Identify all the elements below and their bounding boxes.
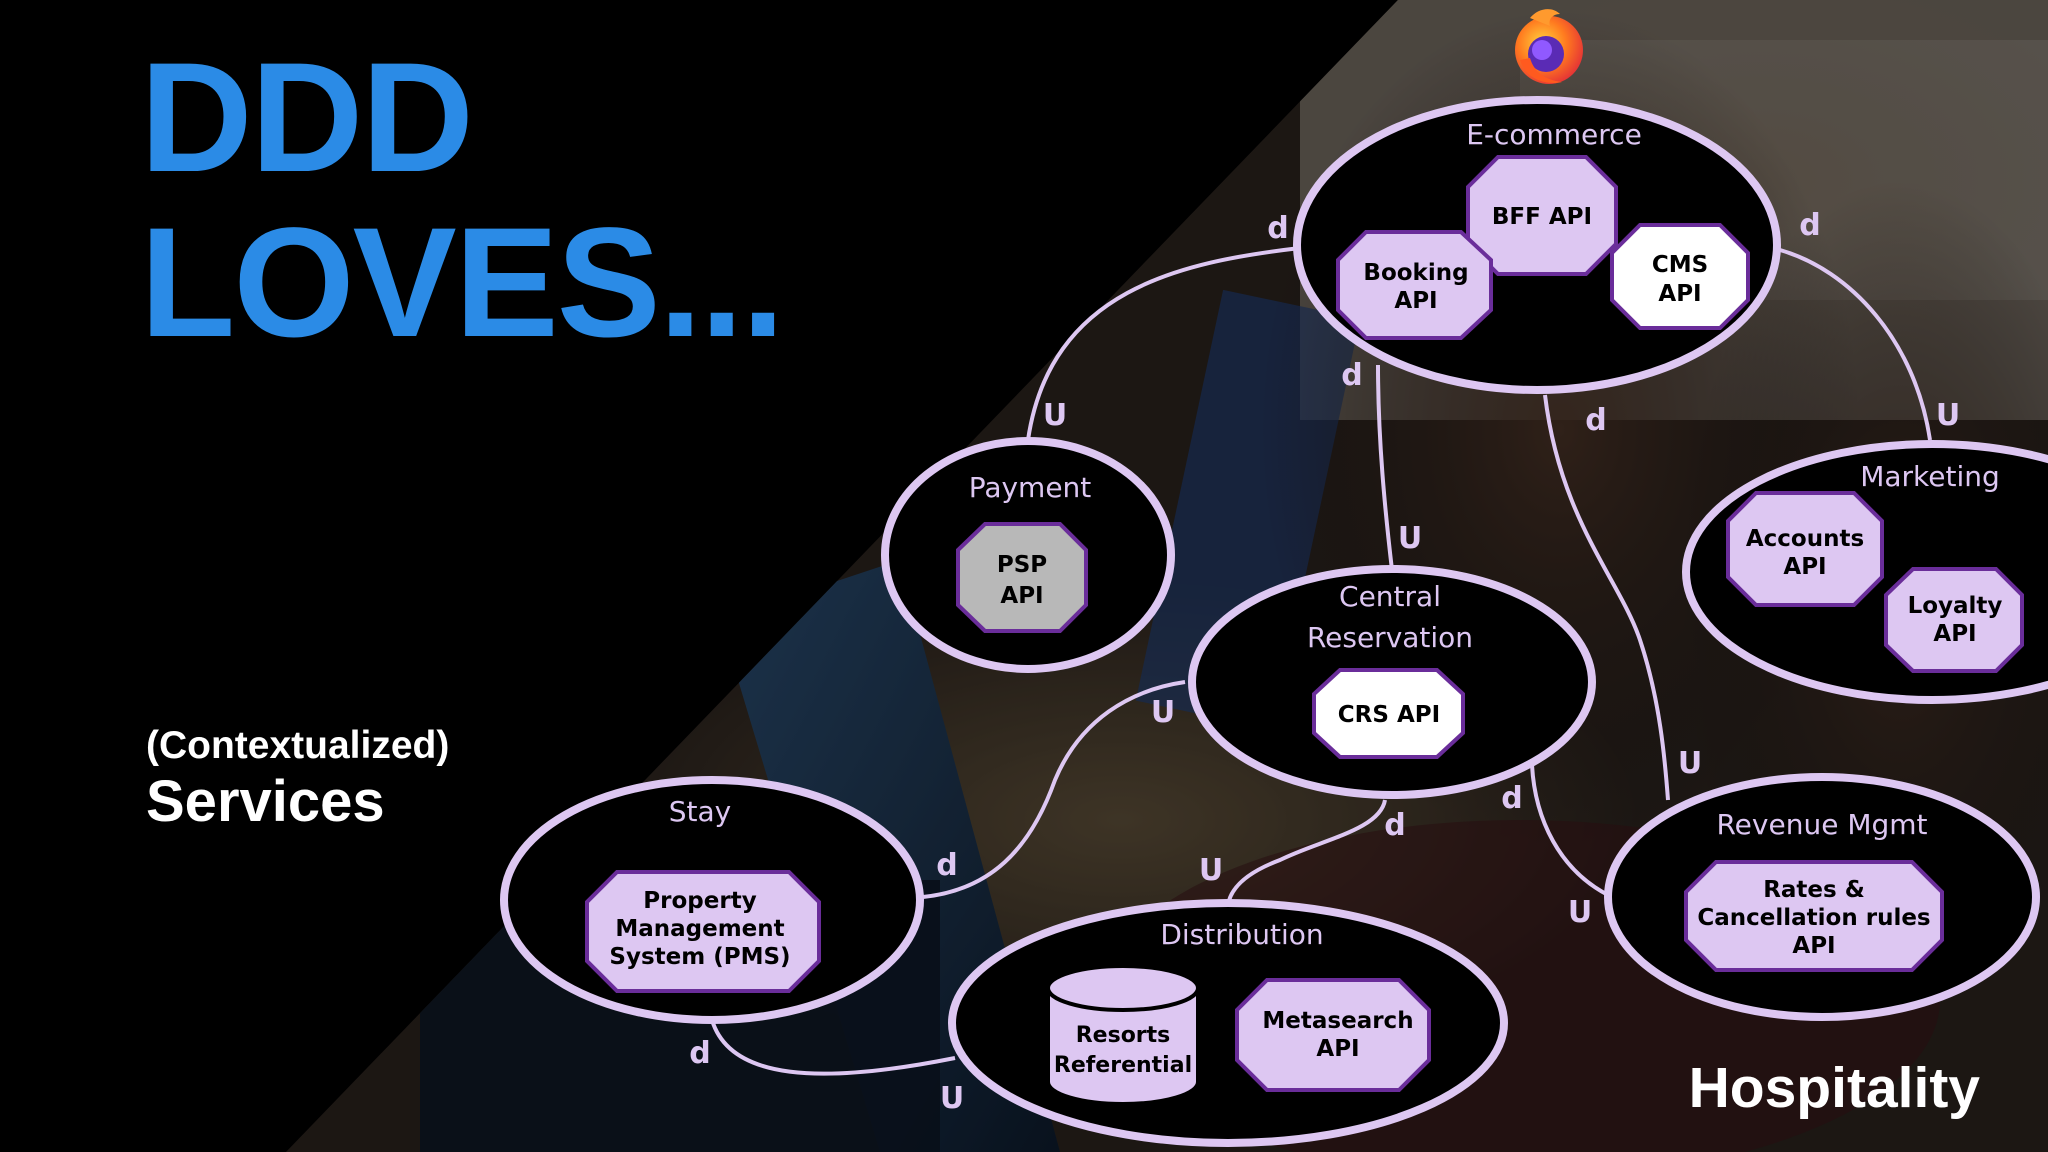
- bff-api-label: BFF API: [1492, 204, 1592, 230]
- pms-api-node[interactable]: [585, 870, 821, 993]
- line-central-stay: [922, 680, 1186, 899]
- rates-api-node[interactable]: [1684, 860, 1944, 972]
- line-ecommerce-payment: [1026, 246, 1301, 441]
- psp-api-node[interactable]: [956, 522, 1088, 633]
- marker-central-stay-u: U: [1151, 695, 1175, 730]
- database-cylinder-top: [1046, 964, 1200, 1012]
- marker-ecommerce-marketing-d: d: [1799, 208, 1820, 243]
- relationship-markers: d U d U d U d U U d d U d U d U: [689, 208, 1960, 1116]
- marker-central-revenue-d: d: [1501, 781, 1522, 816]
- line-ecommerce-revenue: [1543, 394, 1670, 801]
- line-ecommerce-marketing: [1779, 248, 1932, 441]
- marker-ecommerce-central-d: d: [1341, 358, 1362, 393]
- marker-ecommerce-revenue-u: U: [1678, 746, 1702, 781]
- context-title-ecommerce: E-commerce: [1466, 118, 1642, 151]
- marker-central-distribution-d: d: [1384, 808, 1405, 843]
- relationship-lines: [710, 246, 1932, 1076]
- marker-ecommerce-central-u: U: [1398, 521, 1422, 556]
- api-octagons: [585, 155, 2024, 1092]
- bff-api-node[interactable]: [1466, 155, 1618, 276]
- heading-line-ddd: DDD: [140, 31, 474, 205]
- marker-central-distribution-u: U: [1199, 853, 1223, 888]
- database-cylinder-body: [1046, 986, 1200, 1106]
- marker-ecommerce-marketing-u: U: [1936, 398, 1960, 433]
- subtitle-contextualized: (Contextualized): [146, 724, 450, 767]
- heading-line-loves: LOVES...: [140, 196, 785, 370]
- firefox-icon[interactable]: [1515, 9, 1583, 84]
- line-central-distribution: [1226, 799, 1387, 906]
- crs-api-node[interactable]: [1312, 668, 1465, 759]
- context-title-distribution: Distribution: [1160, 918, 1323, 951]
- marker-central-revenue-u: U: [1568, 895, 1592, 930]
- marker-ecommerce-revenue-d: d: [1585, 403, 1606, 438]
- loyalty-api-node[interactable]: [1884, 567, 2024, 673]
- domain-label: Hospitality: [1688, 1056, 1980, 1120]
- marker-ecommerce-payment-u: U: [1043, 398, 1067, 433]
- context-title-stay: Stay: [669, 795, 731, 828]
- marker-central-stay-d: d: [936, 848, 957, 883]
- line-stay-distribution: [710, 1019, 956, 1076]
- marker-ecommerce-payment-d: d: [1267, 211, 1288, 246]
- cms-api-node[interactable]: [1610, 223, 1750, 330]
- booking-api-node[interactable]: [1336, 230, 1493, 340]
- context-title-payment: Payment: [969, 471, 1092, 504]
- line-ecommerce-central: [1376, 364, 1394, 571]
- metasearch-api-node[interactable]: [1235, 978, 1431, 1092]
- context-title-marketing: Marketing: [1860, 460, 2000, 493]
- context-title-revenue-mgmt: Revenue Mgmt: [1716, 808, 1927, 841]
- line-central-revenue: [1530, 764, 1609, 897]
- subtitle-services: Services: [146, 769, 385, 834]
- crs-api-label: CRS API: [1338, 702, 1440, 728]
- marker-stay-distribution-d: d: [689, 1036, 710, 1071]
- accounts-api-node[interactable]: [1726, 491, 1884, 607]
- marker-stay-distribution-u: U: [940, 1081, 964, 1116]
